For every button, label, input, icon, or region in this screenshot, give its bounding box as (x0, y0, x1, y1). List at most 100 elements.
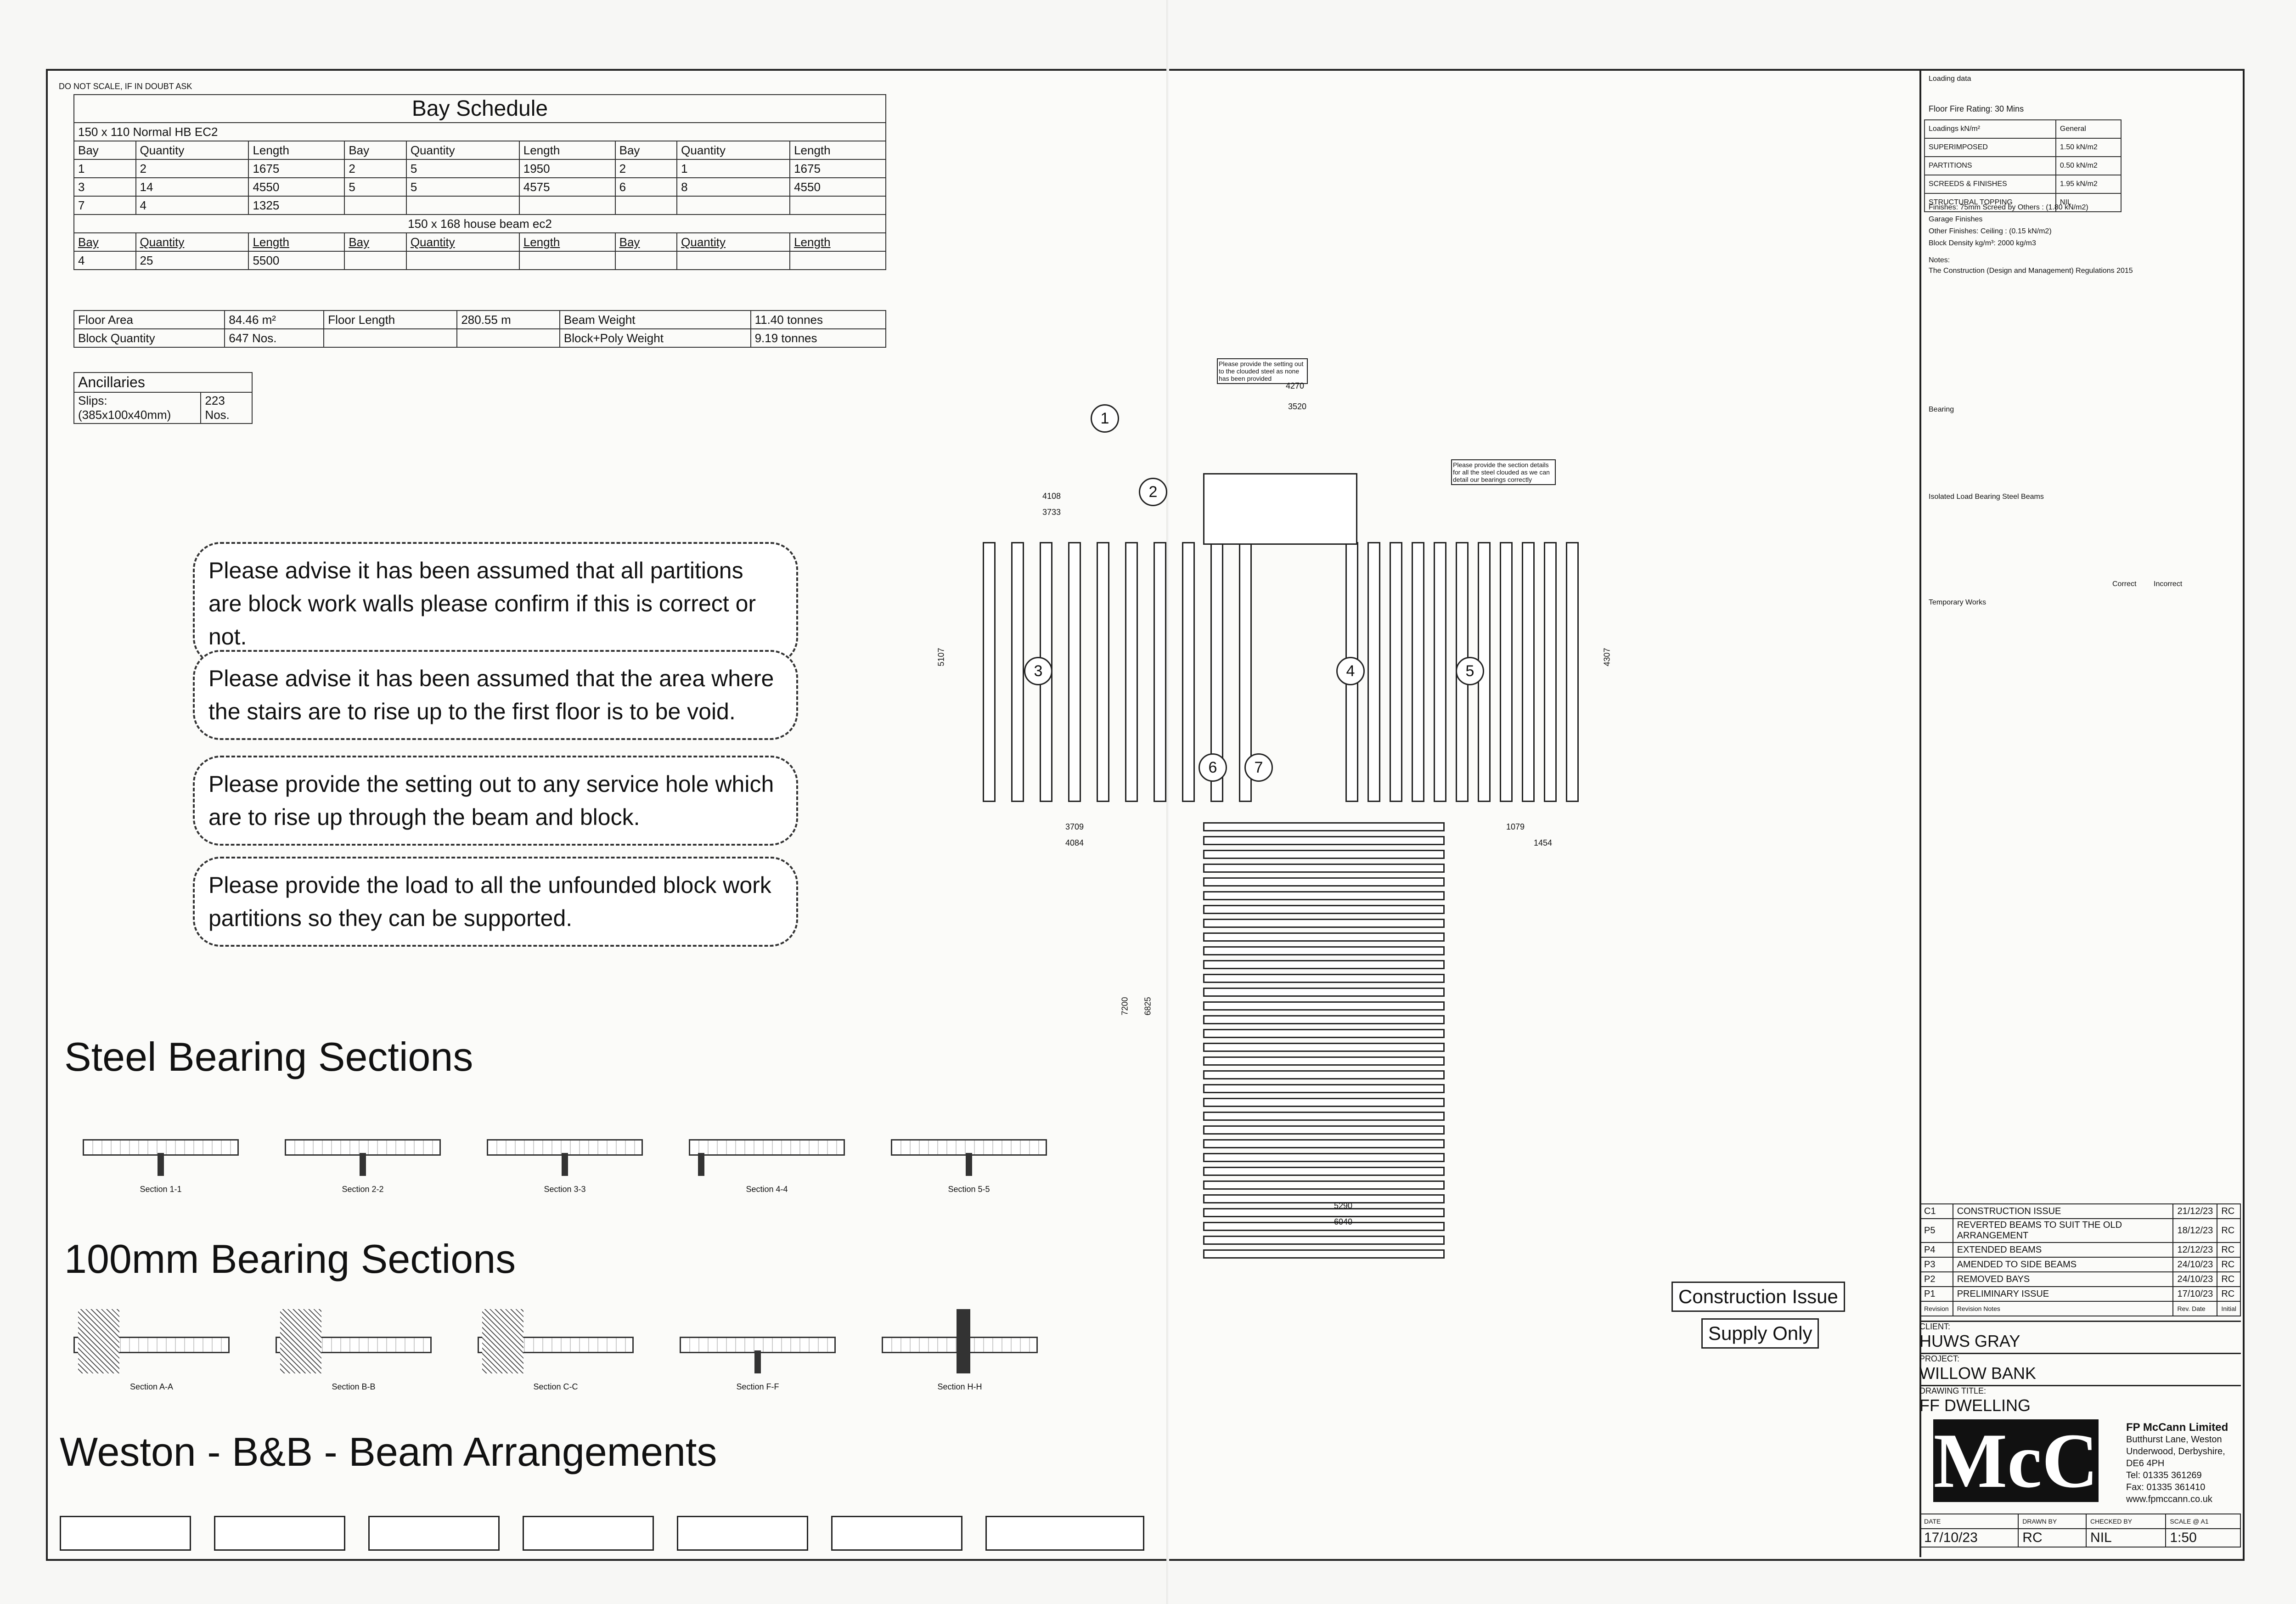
plan-beam (1154, 542, 1166, 802)
dimension-label: 7200 (1120, 997, 1130, 1016)
bay-marker: 5 (1456, 657, 1484, 685)
plan-beam (1203, 974, 1445, 983)
note-cloud-service-hole: Please provide the setting out to any se… (193, 756, 798, 846)
steel-section-detail: Section 3-3 (478, 1107, 652, 1194)
callout-section-details: Please provide the section details for a… (1451, 459, 1556, 485)
floor-fire-rating: Floor Fire Rating: 30 Mins (1929, 104, 2024, 113)
plan-beam (1412, 542, 1424, 802)
plan-beam (1203, 836, 1445, 845)
bearing-section-detail: Section H-H (872, 1305, 1047, 1391)
section1-title: 150 x 110 Normal HB EC2 (73, 122, 886, 141)
floor-plan: Please provide the setting out to the cl… (937, 358, 1653, 1259)
plan-beam (1566, 542, 1579, 802)
ancillaries-table: Ancillaries Slips: (385x100x40mm) 223 No… (73, 372, 253, 424)
slips-value: 223 Nos. (200, 392, 253, 424)
supply-only-stamp: Supply Only (1701, 1318, 1819, 1349)
steel-sections-title: Steel Bearing Sections (64, 1034, 473, 1079)
plan-beam (1011, 542, 1024, 802)
notes-panel (1919, 69, 2243, 1557)
ancillaries-title: Ancillaries (73, 372, 253, 393)
plan-beam (1203, 1208, 1445, 1217)
cdm-regulations: The Construction (Design and Management)… (1929, 267, 2133, 275)
bay-marker: 1 (1091, 404, 1119, 433)
plan-beam (1203, 1153, 1445, 1162)
floor-length-value: 280.55 m (456, 310, 560, 329)
section2-title: 150 x 168 house beam ec2 (73, 214, 886, 233)
plan-beam (1203, 1222, 1445, 1231)
bearing-section-detail: Section C-C (468, 1305, 643, 1391)
bearing-section-detail: Section F-F (670, 1305, 845, 1391)
beam-arrangement-detail (985, 1516, 1144, 1551)
scale-note: DO NOT SCALE, IF IN DOUBT ASK (59, 82, 192, 91)
floor-length-label: Floor Length (323, 310, 458, 329)
dimension-label: 1079 (1506, 822, 1525, 831)
dimension-label: 4270 (1286, 381, 1305, 390)
company-logo: McC (1933, 1418, 2099, 1504)
plan-beam (1203, 1112, 1445, 1121)
project-name: WILLOW BANK (1919, 1364, 2037, 1383)
beam-arrangement-detail (60, 1516, 191, 1551)
plan-beam (1544, 542, 1557, 802)
project-box: PROJECT:WILLOW BANK (1919, 1353, 2241, 1386)
plan-beam (1203, 1029, 1445, 1038)
beam-arrangement-detail (831, 1516, 962, 1551)
incorrect-label: Incorrect (2154, 580, 2183, 588)
steel-sections-row: Section 1-1 Section 2-2 Section 3-3 Sect… (73, 1107, 1056, 1194)
block-poly-value: 9.19 tonnes (750, 328, 887, 348)
plan-beam (1125, 542, 1138, 802)
plan-beam (1203, 960, 1445, 969)
plan-beam (1203, 919, 1445, 928)
floor-area-label: Floor Area (73, 310, 225, 329)
plan-beam (1203, 1098, 1445, 1107)
dimension-label: 3733 (1042, 508, 1061, 517)
construction-issue-stamp: Construction Issue (1671, 1282, 1845, 1312)
dimension-label: 4108 (1042, 491, 1061, 501)
dimension-label: 4307 (1602, 648, 1612, 666)
scale-value: 1:50 (2165, 1528, 2241, 1548)
block-density: Block Density kg/m³: 2000 kg/m3 (1929, 239, 2036, 247)
garage-finishes: Garage Finishes (1929, 215, 1983, 223)
plan-beam (1522, 542, 1535, 802)
client-name: HUWS GRAY (1919, 1332, 2020, 1350)
beam-arrangement-detail (677, 1516, 808, 1551)
steel-section-detail: Section 2-2 (276, 1107, 450, 1194)
plan-beam (1203, 822, 1445, 831)
block-qty-label: Block Quantity (73, 328, 225, 348)
isolated-beams-heading: Isolated Load Bearing Steel Beams (1929, 493, 2044, 501)
bearing-heading: Bearing (1929, 406, 1954, 413)
bearing-sections-title: 100mm Bearing Sections (64, 1236, 516, 1282)
dimension-label: 3520 (1288, 402, 1307, 411)
dimension-label: 4084 (1065, 838, 1084, 847)
floor-area-value: 84.46 m² (224, 310, 325, 329)
note-cloud-partition-load: Please provide the load to all the unfou… (193, 857, 798, 947)
plan-beam (1500, 542, 1513, 802)
plan-beam (1203, 864, 1445, 873)
steel-section-detail: Section 1-1 (73, 1107, 248, 1194)
drawing-title-box: DRAWING TITLE:FF DWELLING (1919, 1385, 2241, 1418)
plan-beam (1203, 905, 1445, 914)
dimension-label: 1454 (1534, 838, 1553, 847)
steel-section-detail: Section 5-5 (882, 1107, 1056, 1194)
beam-arrangement-detail (368, 1516, 500, 1551)
plan-beam (1182, 542, 1195, 802)
plan-beam (1203, 1194, 1445, 1203)
plan-beam (1203, 1056, 1445, 1066)
temporary-works-heading: Temporary Works (1929, 599, 1986, 606)
plan-beam (1203, 1043, 1445, 1052)
dimension-label: 6040 (1334, 1217, 1353, 1226)
bay-marker: 3 (1024, 657, 1052, 685)
plan-beam (1068, 542, 1081, 802)
plan-beam (1203, 1070, 1445, 1079)
beam-arrangements-row (60, 1516, 1144, 1551)
plan-beam (1203, 1001, 1445, 1011)
plan-beam (1203, 1236, 1445, 1245)
correct-label: Correct (2112, 580, 2137, 588)
dimension-label: 5290 (1334, 1201, 1353, 1210)
beam-arrangements-title: Weston - B&B - Beam Arrangements (60, 1429, 717, 1474)
